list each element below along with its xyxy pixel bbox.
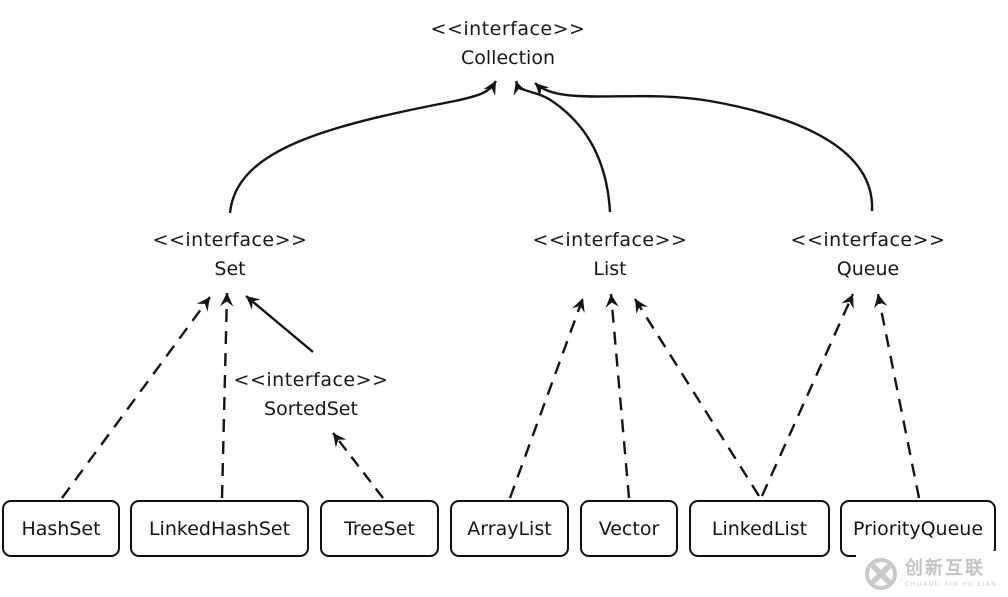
stereotype-label: <<interface>> [430,18,586,40]
class-name: LinkedList [711,517,808,540]
edge-queue-collection [534,82,874,212]
class-name: PriorityQueue [852,517,984,540]
class-name: TreeSet [344,517,415,540]
stereotype-label: <<interface>> [790,229,946,251]
edge-hashset-set [61,296,211,499]
watermark-brand: 创新互联 [905,558,985,580]
class-name: Vector [598,517,660,540]
class-name: ArrayList [467,517,552,540]
class-box-hashset: HashSet [2,500,120,557]
watermark: 创新互联 CHUANG XIN HU LIAN [856,551,1008,597]
edge-priorityqueue-queue [874,293,921,499]
interface-name: SortedSet [264,398,358,420]
edge-vector-list [605,293,631,499]
edge-set-collection [228,80,498,214]
stereotype-label: <<interface>> [532,229,688,251]
interface-queue: <<interface>> Queue [791,226,946,284]
interface-name: List [593,258,627,280]
interface-set: <<interface>> Set [153,226,308,284]
edge-sortedset-set [245,295,314,353]
edge-arraylist-list [508,297,585,499]
interface-name: Queue [836,258,900,280]
class-box-vector: Vector [580,500,678,557]
class-name: LinkedHashSet [148,517,291,540]
watermark-subtext: CHUANG XIN HU LIAN [905,580,998,589]
class-box-treeset: TreeSet [320,500,439,557]
edge-list-collection [513,80,612,213]
class-name: HashSet [21,517,101,540]
interface-list: <<interface>> List [533,226,688,284]
class-box-linkedlist: LinkedList [689,500,830,557]
interface-sortedset: <<interface>> SortedSet [234,366,389,424]
class-box-linkedhashset: LinkedHashSet [130,500,309,557]
class-box-priorityqueue: PriorityQueue [840,500,996,557]
interface-name: Collection [461,47,555,69]
interface-name: Set [214,258,246,280]
edge-treeset-sortedset [332,432,384,499]
watermark-logo-icon [865,558,897,590]
edge-linkedhashset-set [219,292,234,499]
class-box-arraylist: ArrayList [450,500,569,557]
interface-collection: <<interface>> Collection [431,15,586,73]
stereotype-label: <<interface>> [152,229,308,251]
stereotype-label: <<interface>> [233,369,389,391]
edge-linkedlist-queue [760,293,855,497]
watermark-text: 创新互联 CHUANG XIN HU LIAN [905,560,997,588]
edge-linkedlist-list [633,298,761,497]
